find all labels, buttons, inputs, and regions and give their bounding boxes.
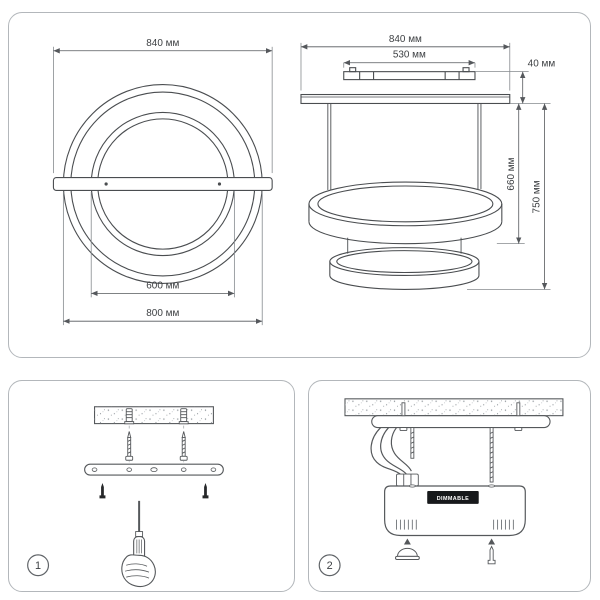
black-screws [99, 483, 209, 499]
dim-front-width: 840 мм [146, 38, 179, 49]
canopy [384, 484, 526, 537]
mounting-plate [84, 463, 224, 476]
bracket-screw [349, 67, 357, 73]
terminal-block [396, 473, 419, 487]
dimensions-drawing: 840 мм 600 мм 800 мм [52, 34, 556, 326]
alignment-guides [128, 425, 185, 463]
wall-plugs [124, 408, 189, 425]
hanging-studs [410, 427, 494, 483]
dim-side-drop-total: 750 мм [532, 180, 543, 213]
bracket-screw [462, 67, 470, 73]
fixing-screw [487, 545, 496, 565]
step2-drawing: DIMMABLE 2 [318, 398, 564, 577]
step2-badge: 2 [318, 554, 341, 577]
fasteners [395, 538, 496, 565]
crossbar [52, 176, 273, 192]
up-arrow-icon [488, 538, 496, 545]
mounting-screws [125, 431, 188, 461]
dimensions-panel: 840 мм 600 мм 800 мм [8, 12, 591, 358]
dim-side-drop-ring: 660 мм [506, 157, 517, 190]
up-arrow-icon [403, 538, 411, 545]
dim-side-plate: 530 мм [393, 50, 426, 61]
step1-panel: 1 [8, 380, 295, 592]
crossbar-screw-dot [104, 182, 108, 186]
step1-drawing: 1 [27, 406, 224, 587]
driver-box: DIMMABLE [427, 490, 479, 504]
ceiling-bracket [343, 71, 476, 81]
dim-front-inner: 600 мм [146, 280, 179, 291]
ceiling [93, 406, 214, 425]
dim-side-height: 40 мм [528, 59, 556, 70]
side-view [300, 67, 511, 290]
upper-ring [308, 181, 503, 245]
dome-nut [396, 547, 418, 557]
step2-panel: DIMMABLE 2 [308, 380, 591, 592]
dim-front-outer: 800 мм [146, 308, 179, 319]
plate-screws [399, 402, 523, 431]
wires [370, 427, 412, 476]
suspension-cables [327, 103, 482, 254]
step1-badge: 1 [27, 554, 50, 577]
step2-number: 2 [327, 560, 333, 572]
step1-number: 1 [35, 560, 41, 572]
canopy-plate [300, 93, 511, 105]
dim-side-width: 840 мм [389, 34, 422, 45]
driver-label: DIMMABLE [437, 496, 469, 502]
crossbar-screw-dot [217, 182, 222, 186]
lower-ring [329, 247, 480, 290]
hand [121, 554, 156, 587]
dome-nut-base [395, 555, 420, 560]
front-view [52, 84, 273, 284]
vent-slots [396, 519, 514, 530]
front-view-dimensions [53, 46, 273, 326]
ceiling [344, 398, 564, 417]
mounting-plate [371, 415, 551, 429]
side-view-dimensions [300, 42, 551, 290]
